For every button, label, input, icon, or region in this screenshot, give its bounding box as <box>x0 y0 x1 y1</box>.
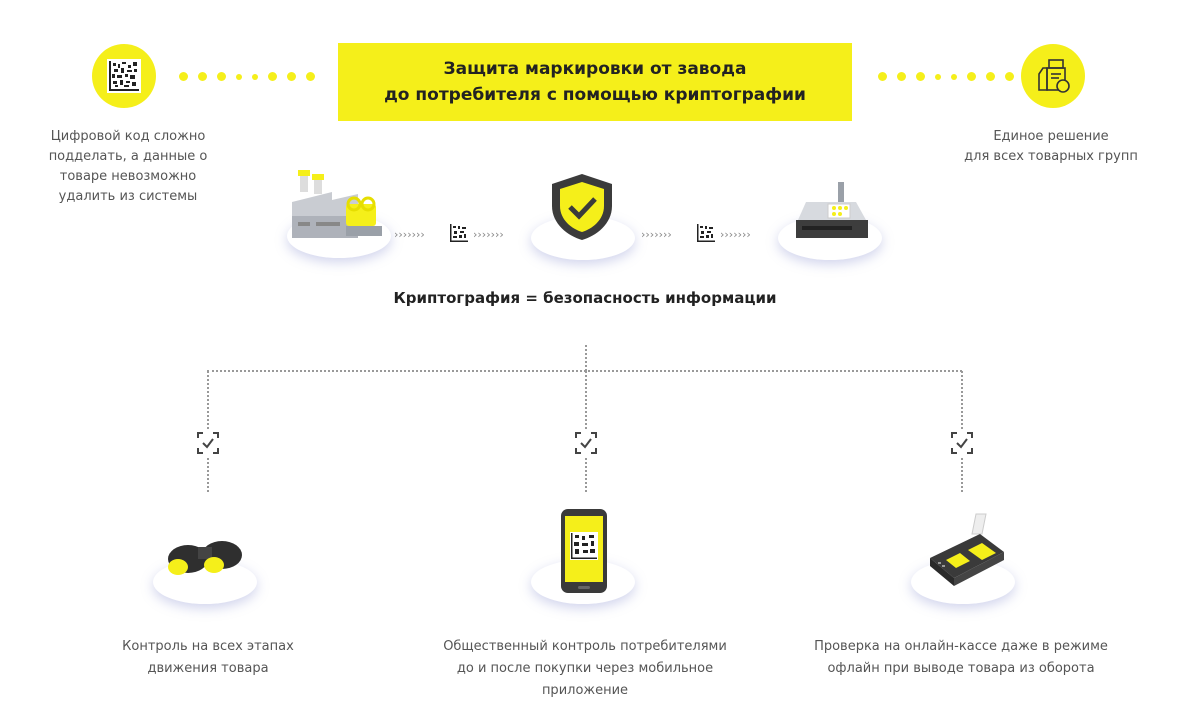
branch-right-top <box>961 371 963 429</box>
product-group-icon <box>1021 44 1085 108</box>
branch-left-top <box>207 371 209 429</box>
left-note-line-3: товаре невозможно <box>59 169 197 184</box>
branch-right-bottom <box>961 458 963 492</box>
arrow-chevrons-4: ››››››› <box>720 228 751 241</box>
connector-dots-right <box>878 72 1014 81</box>
caption-phone-line-2: до и после покупки через мобильное <box>456 661 714 676</box>
flow-title: Криптография = безопасность информации <box>393 289 777 307</box>
branch-center-top <box>585 371 587 429</box>
tree-branch <box>207 370 962 372</box>
caption-phone-line-3: приложение <box>541 683 629 698</box>
left-note: Цифровой код сложно подделать, а данные … <box>30 127 226 207</box>
arrow-chevrons-2: ››››››› <box>473 228 504 241</box>
binoculars-icon <box>160 525 250 589</box>
check-icon-right <box>950 431 974 459</box>
branch-center-bottom <box>585 458 587 492</box>
caption-binoculars-line-1: Контроль на всех этапах <box>122 639 294 654</box>
left-note-line-4: удалить из системы <box>58 189 198 204</box>
banner-line-2: до потребителя с помощью криптографии <box>384 85 806 105</box>
tree-trunk <box>585 345 587 371</box>
caption-terminal-line-1: Проверка на онлайн-кассе даже в режиме <box>814 639 1108 654</box>
header-banner: Защита маркировки от завода до потребите… <box>338 43 852 121</box>
banner-line-1: Защита маркировки от завода <box>443 59 747 79</box>
code-icon-right <box>696 223 716 247</box>
left-note-line-1: Цифровой код сложно <box>50 129 206 144</box>
code-icon-left <box>449 223 469 247</box>
caption-terminal-line-2: офлайн при выводе товара из оборота <box>827 661 1095 676</box>
shield-check-icon <box>548 172 616 246</box>
caption-binoculars: Контроль на всех этапах движения товара <box>70 636 346 680</box>
caption-phone: Общественный контроль потребителями до и… <box>420 636 750 702</box>
right-note: Единое решение для всех товарных групп <box>940 127 1162 167</box>
check-icon-center <box>574 431 598 459</box>
arrow-chevrons-1: ››››››› <box>394 228 425 241</box>
right-note-line-2: для всех товарных групп <box>964 149 1138 164</box>
arrow-chevrons-3: ››››››› <box>641 228 672 241</box>
check-icon-left <box>196 431 220 459</box>
connector-dots-left <box>179 72 315 81</box>
branch-left-bottom <box>207 458 209 492</box>
datamatrix-icon <box>92 44 156 108</box>
payment-terminal-icon <box>920 512 1012 594</box>
caption-terminal: Проверка на онлайн-кассе даже в режиме о… <box>796 636 1126 680</box>
factory-icon <box>288 168 393 250</box>
device-icon <box>790 180 874 248</box>
smartphone-icon <box>560 508 608 598</box>
right-note-line-1: Единое решение <box>993 129 1109 144</box>
caption-binoculars-line-2: движения товара <box>147 661 269 676</box>
caption-phone-line-1: Общественный контроль потребителями <box>443 639 727 654</box>
left-note-line-2: подделать, а данные о <box>48 149 208 164</box>
